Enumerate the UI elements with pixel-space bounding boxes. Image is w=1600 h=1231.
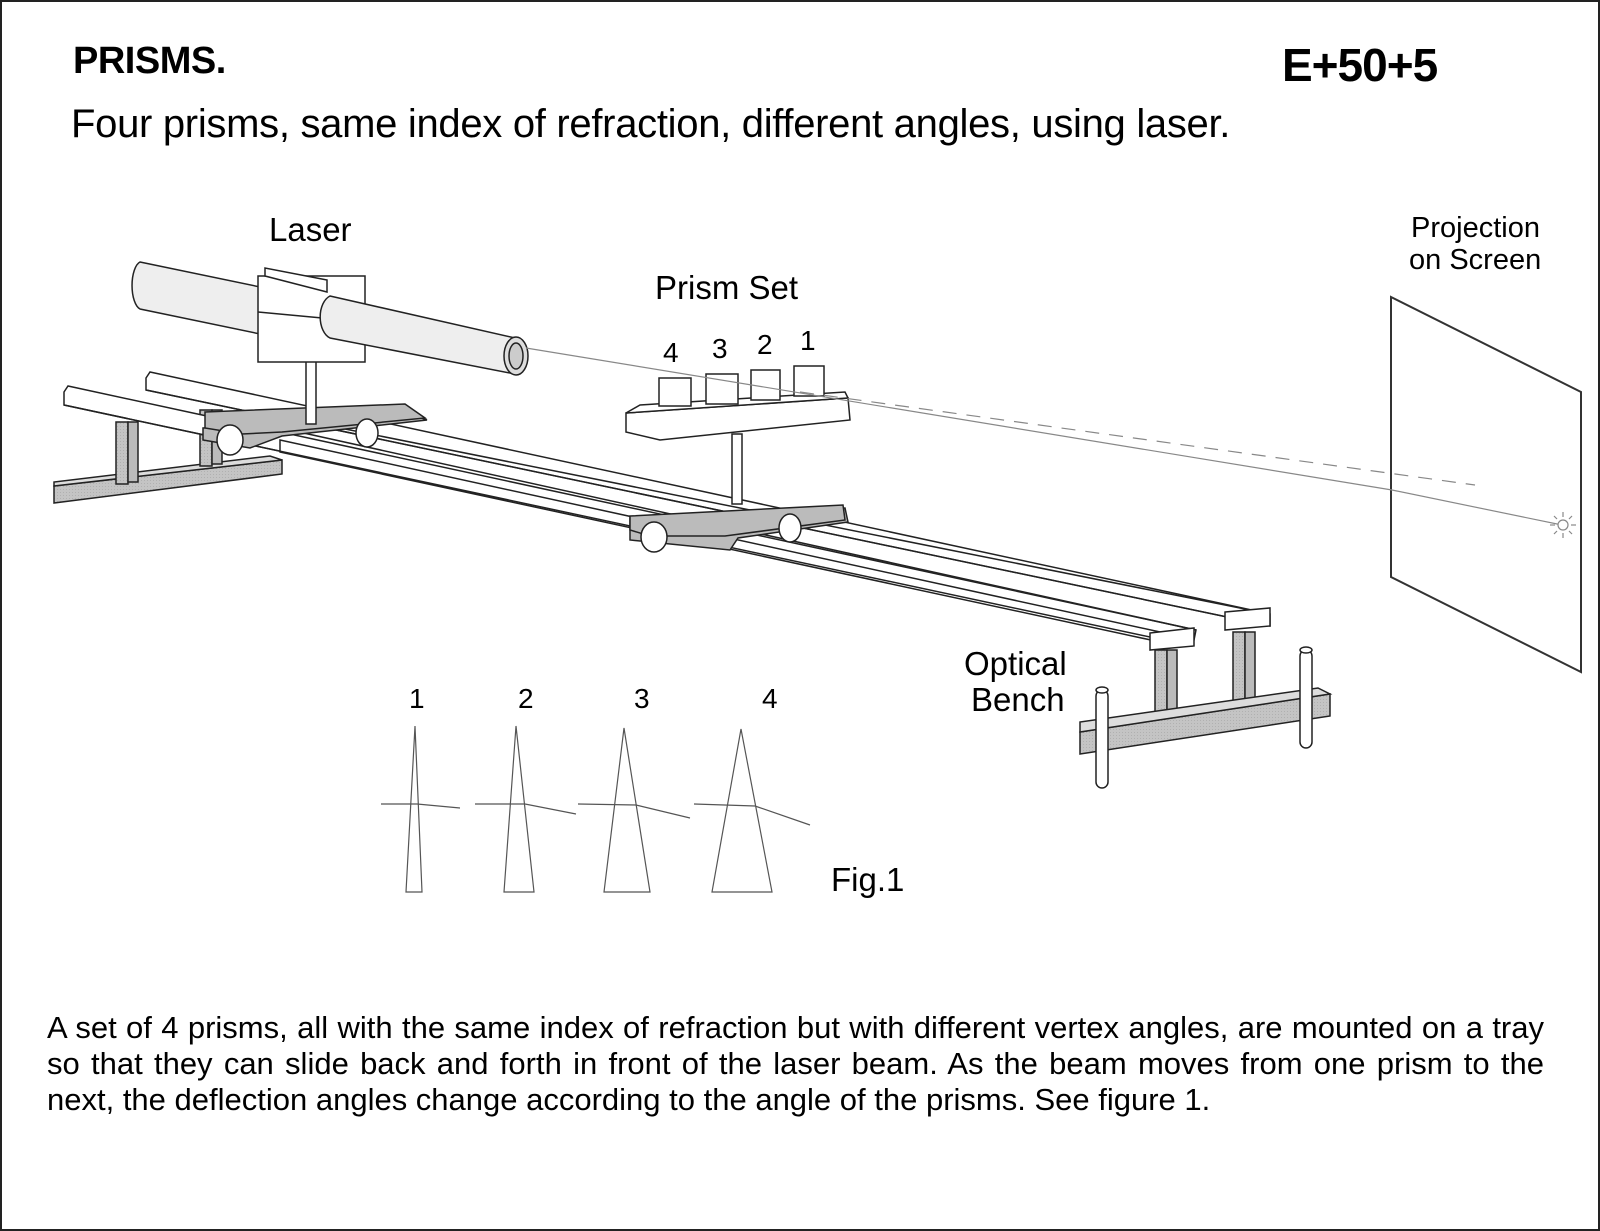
fig-prism-3	[577, 727, 691, 893]
fig-prism-number: 2	[518, 683, 534, 714]
light-spot-icon	[1550, 512, 1576, 538]
fig-prism-4	[693, 728, 811, 893]
fig-prism-number: 3	[634, 683, 650, 714]
page-title: PRISMS.	[73, 40, 226, 82]
prism-carriage	[629, 433, 849, 553]
tray-prism-number: 2	[757, 329, 773, 360]
projection-label-line2: on Screen	[1409, 244, 1542, 276]
laser-carriage	[202, 359, 428, 456]
tray-prism-number: 1	[800, 325, 816, 356]
figure-caption: Fig.1	[831, 861, 905, 898]
demo-code: E+50+5	[1282, 39, 1438, 91]
tray-prism-number: 4	[663, 337, 679, 368]
apparatus-diagram	[53, 261, 1582, 893]
laser-label: Laser	[269, 211, 352, 248]
laser-beam	[525, 347, 1563, 526]
tray-prism-number: 3	[712, 333, 728, 364]
page-subtitle: Four prisms, same index of refraction, d…	[71, 102, 1231, 146]
prism-tray	[625, 365, 851, 441]
right-bench-support	[1079, 631, 1333, 789]
fig-prism-2	[475, 725, 577, 893]
laser	[131, 261, 529, 376]
fig-prism-1	[381, 725, 461, 893]
optical-bench-label-line1: Optical	[964, 645, 1067, 682]
prism-set-label: Prism Set	[655, 269, 799, 306]
projection-label-line1: Projection	[1411, 212, 1540, 244]
fig-prism-number: 1	[409, 683, 425, 714]
description-paragraph: A set of 4 prisms, all with the same ind…	[47, 1010, 1544, 1117]
figure-1-prisms	[381, 725, 811, 893]
optical-bench-label-line2: Bench	[971, 681, 1065, 718]
fig-prism-number: 4	[762, 683, 778, 714]
projection-screen	[1390, 295, 1582, 674]
